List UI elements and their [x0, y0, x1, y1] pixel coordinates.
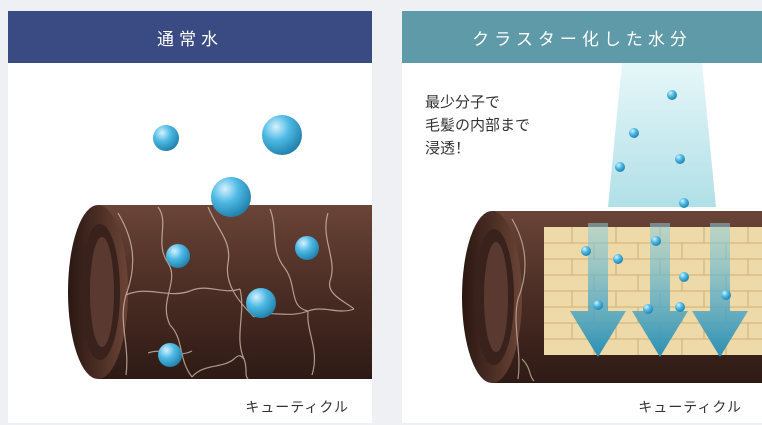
down-arrow-icon: [570, 223, 748, 357]
cuticle-label: キューティクル: [638, 400, 742, 416]
light-beam: [608, 63, 716, 207]
cluster-water-illustration: [462, 63, 762, 383]
panel-cluster-water: クラスター化した水分: [402, 11, 762, 423]
cuticle-label: キューティクル: [245, 400, 349, 416]
panel-regular-water: 通常水: [8, 11, 372, 423]
water-droplet-icon: [153, 115, 319, 367]
penetration-caption: 最少分子で 毛髪の内部まで 浸透！: [425, 93, 531, 157]
regular-water-illustration: [68, 115, 372, 380]
water-droplet-icon: [581, 90, 731, 314]
hair-shaft-icon: [68, 205, 372, 380]
panel-title: 通常水: [8, 11, 372, 63]
panel-title: クラスター化した水分: [402, 11, 762, 63]
